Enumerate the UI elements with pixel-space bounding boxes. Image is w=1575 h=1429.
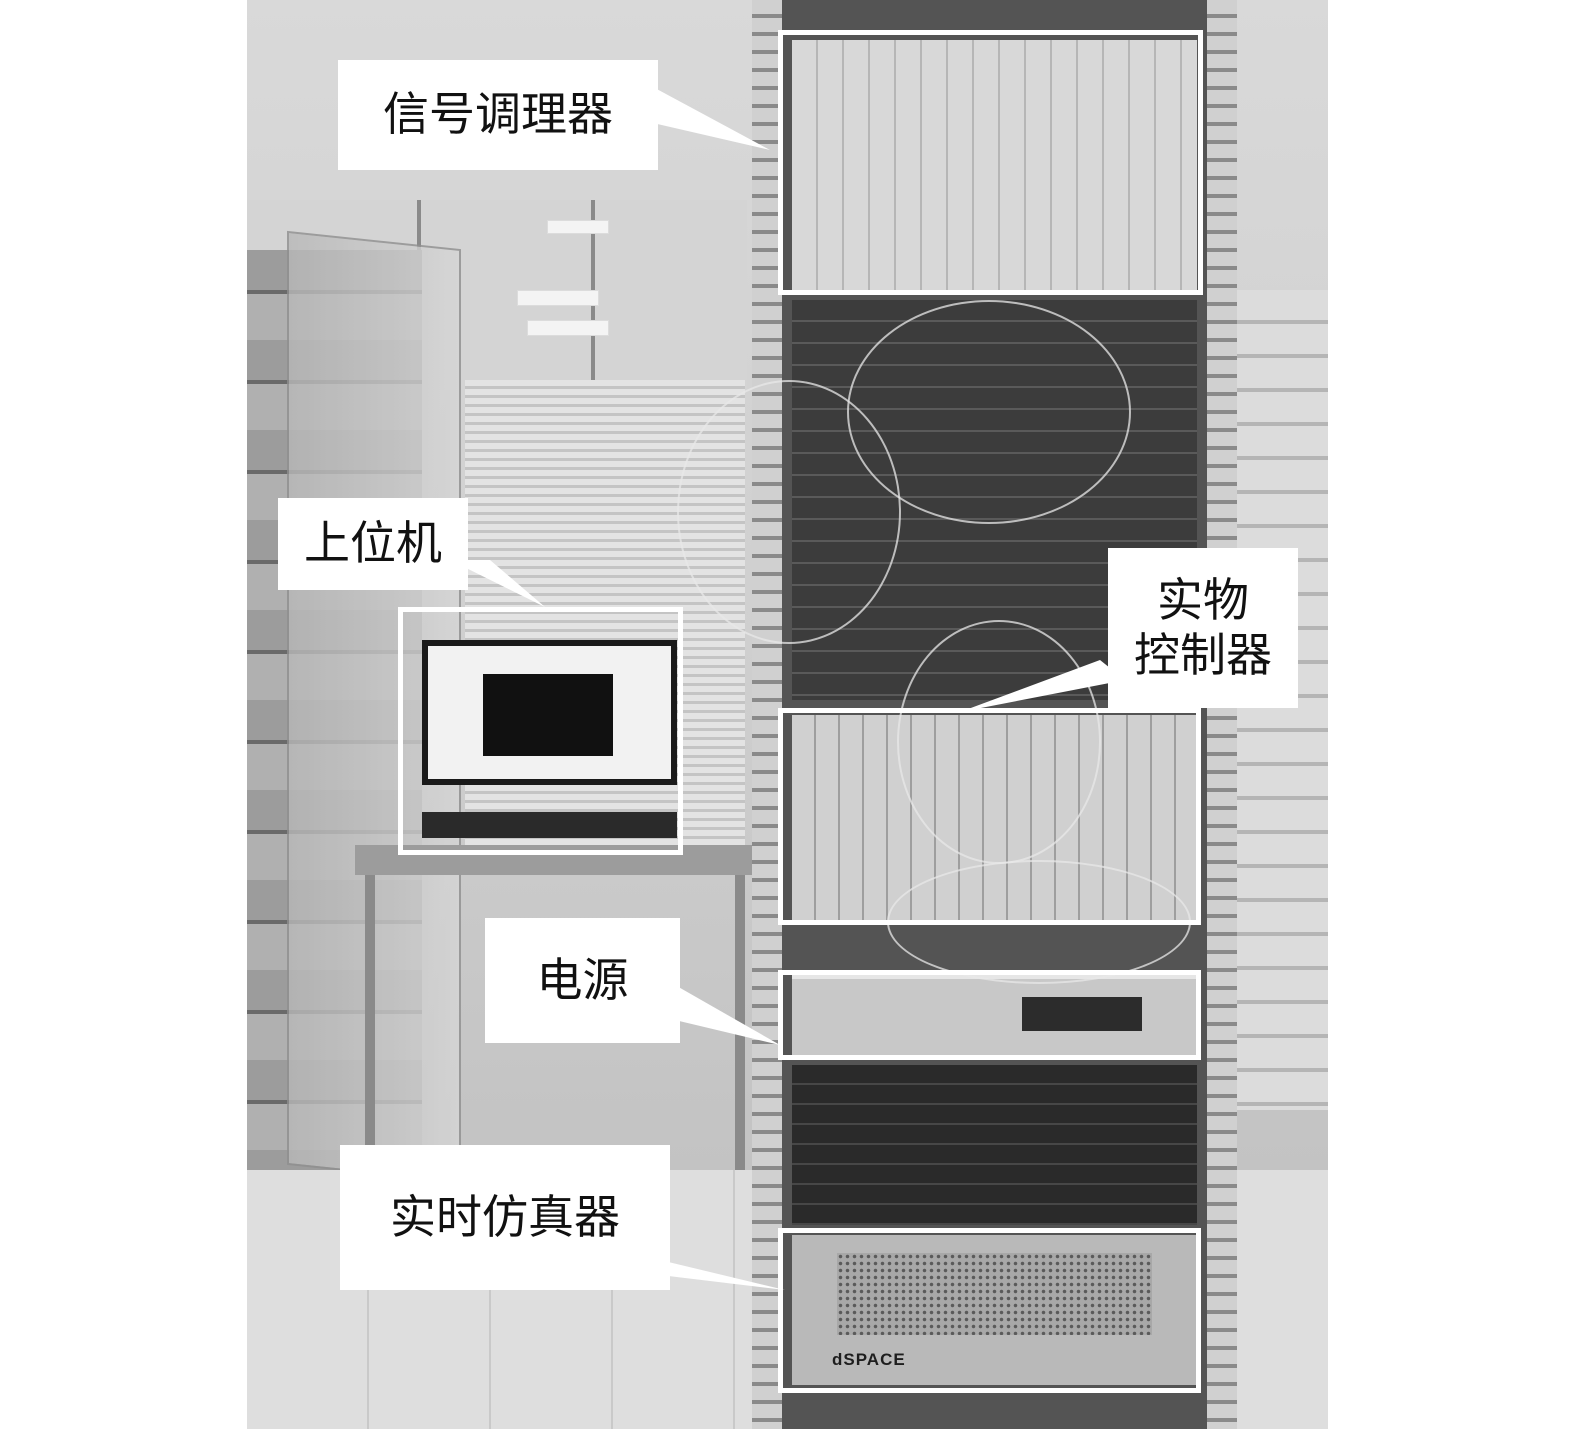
label-host-computer: 上位机 xyxy=(278,498,468,590)
signal-conditioner-unit xyxy=(792,40,1197,290)
frame-power-supply xyxy=(778,970,1201,1060)
frame-host-computer xyxy=(398,607,683,855)
pointer-signal-conditioner xyxy=(640,80,770,150)
power-supply-unit xyxy=(792,975,1197,1059)
keyboard xyxy=(422,812,677,838)
label-realtime-simulator: 实时仿真器 xyxy=(340,1145,670,1290)
ceiling-light xyxy=(527,320,609,336)
power-display xyxy=(1022,997,1142,1031)
simulator-unit: dSPACE xyxy=(792,1235,1197,1385)
rack-lower-section xyxy=(792,1065,1197,1225)
frame-physical-controller xyxy=(778,708,1201,925)
label-signal-conditioner: 信号调理器 xyxy=(338,60,658,170)
pointer-physical-controller xyxy=(960,660,1125,712)
frame-realtime-simulator xyxy=(778,1228,1201,1393)
cable-bundle xyxy=(847,300,1131,524)
frame-signal-conditioner xyxy=(778,30,1203,295)
desk-leg xyxy=(365,875,375,1170)
equipment-rack: dSPACE xyxy=(752,0,1237,1429)
pointer-realtime-simulator xyxy=(660,1260,785,1290)
label-power-supply: 电源 xyxy=(485,918,680,1043)
pointer-host-computer xyxy=(450,560,545,607)
monitor-screen xyxy=(428,646,671,779)
rack-post xyxy=(1207,0,1237,1429)
monitor-window xyxy=(483,674,613,756)
lab-photo: dSPACE xyxy=(247,0,1328,1429)
vent-grille xyxy=(837,1253,1152,1335)
label-physical-controller: 实物 控制器 xyxy=(1108,548,1298,708)
monitor xyxy=(422,640,677,785)
cable-bundle xyxy=(677,380,901,644)
ceiling-light xyxy=(517,290,599,306)
rack-post xyxy=(752,0,782,1429)
ceiling-light xyxy=(547,220,609,234)
simulator-brand-text: dSPACE xyxy=(832,1350,906,1369)
pointer-power-supply xyxy=(675,985,780,1045)
